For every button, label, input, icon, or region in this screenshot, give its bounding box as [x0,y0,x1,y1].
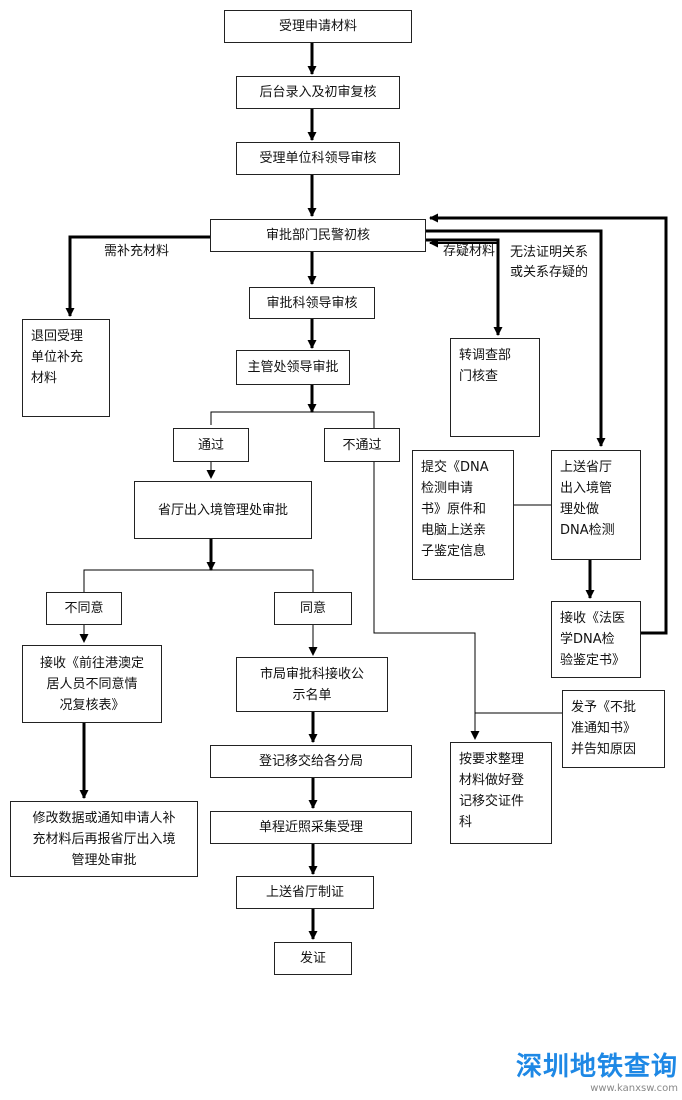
step-label: 省厅出入境管理处审批 [157,502,288,518]
step-submit-dna-application: 提交《DNA 检测申请 书》原件和 电脑上送亲 子鉴定信息 [412,450,514,580]
step-receive-dna-certificate: 接收《法医 学DNA检 验鉴定书》 [551,601,641,678]
decision-fail: 不通过 [324,428,400,462]
arrow-police-investigate [426,238,503,336]
decision-label: 不同意 [64,601,104,616]
step-label: 发予《不批 准通知书》 并告知原因 [571,700,637,757]
step-transfer-investigation: 转调查部 门核查 [450,338,540,437]
decision-label: 不通过 [342,437,382,453]
arrow-police-return [65,235,210,317]
line-agree-split [83,569,314,592]
step-photo-collect: 单程近照采集受理 [210,811,412,844]
step-label: 修改数据或通知申请人补 充材料后再报省厅出入境 管理处审批 [32,810,176,868]
step-label: 受理单位科领导审核 [259,151,377,166]
step-label: 按要求整理 材料做好登 记移交证件 科 [459,752,525,830]
decision-label: 通过 [197,437,224,453]
watermark: 深圳地铁查询 www.kanxsw.com [516,1046,678,1094]
step-chief-review: 主管处领导审批 [236,350,350,385]
step-label: 单程近照采集受理 [258,820,363,835]
arrow-fail-organize [373,462,480,740]
step-receive-review-form: 接收《前往港澳定 居人员不同意情 况复核表》 [22,645,162,723]
step-issue: 发证 [274,942,352,975]
edge-label-need-supplement: 需补充材料 [104,244,170,259]
arrow-police-dna [426,229,606,447]
step-accept-application: 受理申请材料 [224,10,412,43]
watermark-url: www.kanxsw.com [590,1083,678,1094]
step-label: 主管处领导审批 [247,360,339,375]
step-label: 审批科领导审核 [266,295,358,311]
step-province-dna-test: 上送省厅 出入境管 理处做 DNA检测 [551,450,641,560]
step-label: 受理申请材料 [278,19,357,34]
step-organize-materials: 按要求整理 材料做好登 记移交证件 科 [450,742,552,844]
step-label: 接收《法医 学DNA检 验鉴定书》 [560,611,626,668]
watermark-title: 深圳地铁查询 [515,1052,678,1082]
step-unit-review: 受理单位科领导审核 [236,142,400,175]
decision-disagree: 不同意 [46,592,122,625]
step-label: 提交《DNA 检测申请 书》原件和 电脑上送亲 子鉴定信息 [421,460,489,559]
decision-agree: 同意 [274,592,352,625]
step-label: 发证 [299,951,326,966]
arrow-dna-cert-return [429,213,668,635]
step-register-transfer: 登记移交给各分局 [210,745,412,778]
step-label: 接收《前往港澳定 居人员不同意情 况复核表》 [39,655,144,713]
step-modify-resubmit: 修改数据或通知申请人补 充材料后再报省厅出入境 管理处审批 [10,801,198,877]
step-section-review: 审批科领导审核 [249,287,375,319]
step-label: 转调查部 门核查 [459,348,512,384]
edge-label-cannot-prove: 无法证明关系 或关系存疑的 [510,245,589,280]
step-issue-rejection-notice: 发予《不批 准通知书》 并告知原因 [562,690,665,768]
step-return-supplement: 退回受理 单位补充 材料 [22,319,110,417]
step-province-review: 省厅出入境管理处审批 [134,481,312,539]
step-entry-review: 后台录入及初审复核 [236,76,400,109]
step-label: 上送省厅制证 [265,885,344,900]
line-split [210,411,375,428]
edge-label-doubtful-materials: 存疑材料 [443,244,496,259]
step-label: 市局审批科接收公 示名单 [259,666,364,703]
decision-label: 同意 [299,601,326,616]
step-label: 退回受理 单位补充 材料 [31,329,84,386]
step-label: 后台录入及初审复核 [259,85,377,100]
step-label: 登记移交给各分局 [258,754,363,769]
step-label: 上送省厅 出入境管 理处做 DNA检测 [560,460,615,538]
step-label: 审批部门民警初核 [265,228,370,243]
step-city-publish: 市局审批科接收公 示名单 [236,657,388,712]
decision-pass: 通过 [173,428,249,462]
step-submit-province: 上送省厅制证 [236,876,374,909]
step-police-review: 审批部门民警初核 [210,219,426,252]
